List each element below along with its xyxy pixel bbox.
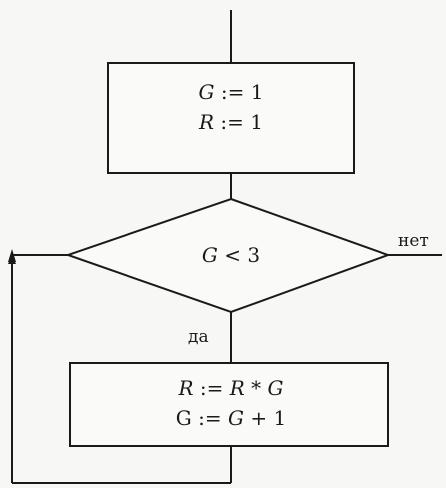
condition-text: G < 3 — [202, 243, 260, 267]
loop-body-line2: G := G + 1 — [176, 406, 286, 430]
loop-body-box — [69, 362, 389, 447]
init-box-line1: G := 1 — [199, 80, 264, 104]
no-label: нет — [398, 231, 429, 251]
init-box-line2: R := 1 — [198, 110, 263, 134]
loop-arrow-head — [8, 249, 16, 262]
loop-body-line1: R := R * G — [177, 376, 283, 400]
yes-label: да — [188, 327, 209, 347]
